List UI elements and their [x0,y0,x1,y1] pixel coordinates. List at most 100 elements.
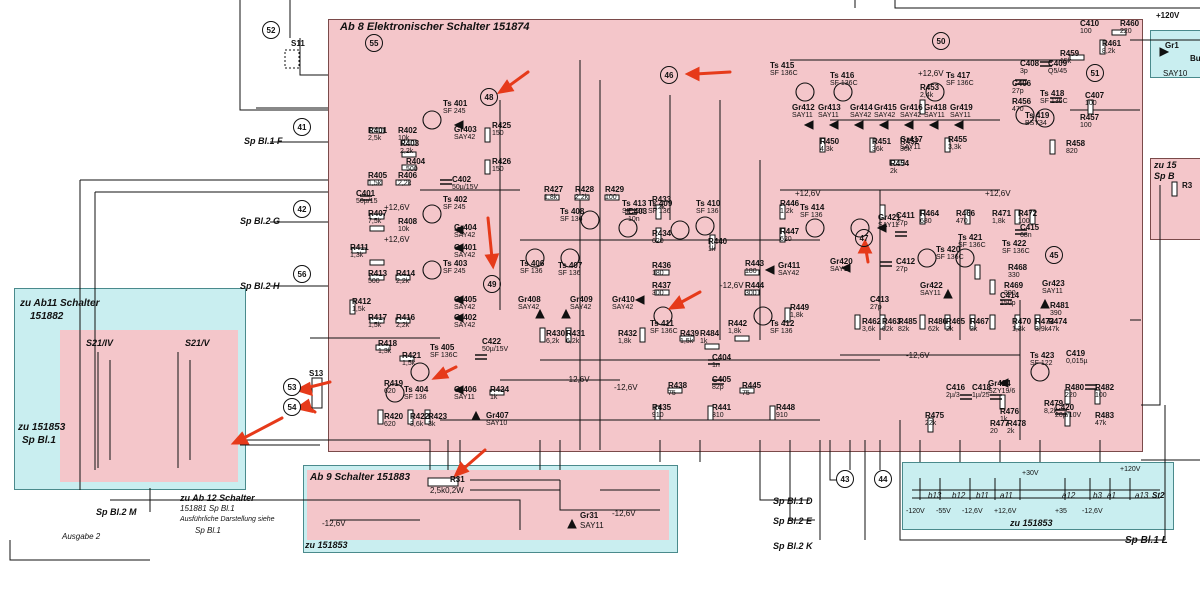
component-ref-r407: R407 [368,209,388,218]
component-value-ts414: SF 136 [800,212,823,219]
bus-b12: b12 [952,491,966,500]
component-ref-c412: C412 [896,257,916,266]
component-value-gr409: SAY42 [570,304,592,311]
component-ref-r480: R480 [1065,383,1085,392]
component-ref-c404: C404 [712,353,732,362]
bus-st2: St2 [1152,491,1165,500]
component-value-ts409: SF 136 [648,208,671,215]
component-ref-r479: R479 [1044,399,1064,408]
component-value-r468: 330 [1008,272,1020,279]
port-sp-m: Sp Bl.2 M [96,507,137,517]
component-ref-c411: C411 [896,211,915,220]
component-value-r443: 180 [745,268,757,275]
voltage-label: -12,6V [906,351,930,360]
component-ref-r450: R450 [820,137,840,146]
node-50: 50 [932,32,950,50]
node-45: 45 [1045,246,1063,264]
component-value-r483: 47k [1095,420,1107,427]
component-ref-c403: C403 [628,207,648,216]
component-ref-r403: R403 [400,139,420,148]
component-ref-r484: R484 [700,329,720,338]
component-ref-gr405: Gr405 [454,295,477,304]
bus-v7: +30V [1022,470,1039,477]
gr31-label: Gr31 [580,511,599,520]
component-value-r459: 15k [1060,58,1072,65]
bus-v3: -12,6V [962,508,983,515]
component-value-r434: 620 [652,238,664,245]
ab9-title: Ab 9 Schalter 151883 [310,472,411,483]
ab12-note-line2: 151881 Sp Bl.1 [180,504,235,513]
component-value-gr401: SAY42 [454,252,476,259]
component-value-gr414: SAY42 [850,112,872,119]
component-ref-gr421: Gr421 [878,213,901,222]
node-41: 41 [293,118,311,136]
component-ref-r464: R464 [920,209,940,218]
component-ref-r422: R422 [410,412,430,421]
component-ref-r426: R426 [492,157,512,166]
component-ref-c402: C402 [452,175,472,184]
component-ref-gr406: Gr406 [454,385,477,394]
component-value-gr419: SAY11 [950,112,971,119]
component-ref-r428: R428 [575,185,595,194]
component-value-r433: 1,2k [652,204,666,211]
component-value-r432: 1,8k [618,338,632,345]
component-value-r479: 8,2k [1044,408,1058,415]
component-value-r411: 1,3k [350,252,364,259]
node-56: 56 [293,265,311,283]
port-sp-e: Sp Bl.2 E [773,516,813,526]
component-value-r428: 2,2k [575,194,589,201]
port-sp-k: Sp Bl.2 K [773,541,813,551]
component-value-c414: 150p [1000,300,1016,307]
component-value-ts412: SF 136 [770,328,793,335]
component-value-c410: 100 [1080,28,1092,35]
component-ref-r453: R453 [920,83,940,92]
component-value-ts406: SF 136 [520,268,543,275]
component-value-ts421: SF 136C [958,242,986,249]
component-value-ts419: BSY34 [1025,120,1047,127]
component-value-r440: 1k [708,246,716,253]
component-value-r417: 1,5k [368,322,382,329]
component-value-gr403: SAY42 [454,134,476,141]
component-value-r431: 6,2k [566,338,580,345]
component-value-r412: 1,5k [352,306,366,313]
component-ref-r473: R473 [1035,317,1055,326]
component-value-ts402: SF 245 [443,204,466,211]
component-ref-ts411: Ts 411 [650,319,674,328]
component-ref-r471: R471 [992,209,1012,218]
component-ref-c406: C406 [1012,79,1032,88]
component-ref-r459: R459 [1060,49,1080,58]
s21-v-label: S21/V [185,338,210,348]
component-ref-r429: R429 [605,185,625,194]
board-bus [902,462,1174,530]
component-ref-gr402: Gr402 [454,313,477,322]
component-value-r437: 300 [652,290,664,297]
component-ref-r413: R413 [368,269,388,278]
component-value-r405: 1,5k [368,180,382,187]
component-value-r461: 8,2k [1102,48,1116,55]
s13-label: S13 [309,369,324,378]
component-value-r401: 2,5k [368,135,382,142]
right-block-title: zu 15 [1154,160,1177,170]
port-sp-h: Sp Bl.2 H [240,281,280,291]
voltage-label: -12,6V [566,375,590,384]
component-value-r485: 82k [898,326,910,333]
component-ref-gr411: Gr411 [778,261,801,270]
component-ref-gr408: Gr408 [518,295,541,304]
component-ref-r446: R446 [780,199,800,208]
bus-a13: a13 [1135,491,1149,500]
component-ref-r467: R467 [970,317,990,326]
component-value-r474: 47k [1048,326,1060,333]
component-ref-gr413: Gr413 [818,103,841,112]
component-value-ts415: SF 136C [770,70,798,77]
component-ref-r461: R461 [1102,39,1122,48]
component-ref-r437: R437 [652,281,672,290]
component-value-c419: 0,015µ [1066,358,1088,365]
component-ref-ts416: Ts 416 [830,71,855,80]
component-ref-ts423: Ts 423 [1030,351,1055,360]
component-value-c415: 68n [1020,232,1032,239]
component-value-ts410: SF 136 [696,208,719,215]
component-value-r463: 62k [882,326,894,333]
component-value-gr412: SAY11 [792,112,813,119]
component-ref-r424: R424 [490,385,510,394]
